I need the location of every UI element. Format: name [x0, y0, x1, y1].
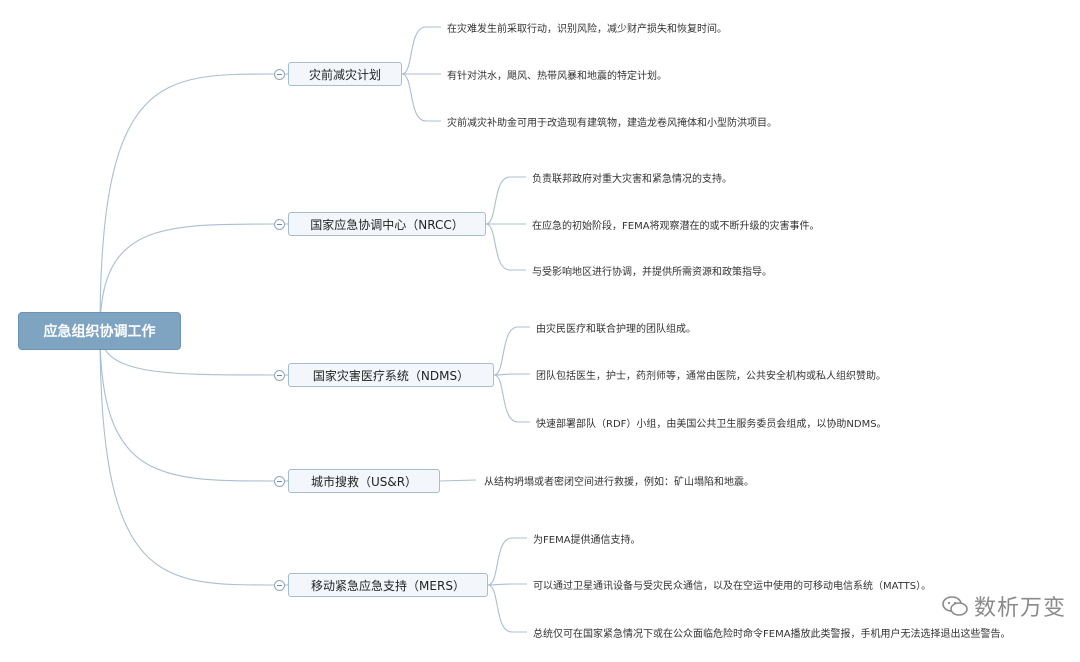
branch-node-ndms[interactable]: 国家灾害医疗系统（NDMS） — [288, 363, 494, 387]
branch-to-leaf-connector — [493, 374, 530, 423]
branch-to-leaf-connector — [487, 583, 527, 586]
branch-to-leaf-connector — [493, 326, 530, 376]
leaf-text: 团队包括医生，护士，药剂师等，通常由医院，公共安全机构或私人组织赞助。 — [536, 371, 886, 382]
branch-to-leaf-connector — [493, 373, 530, 376]
leaf-text: 负责联邦政府对重大灾害和紧急情况的支持。 — [532, 174, 732, 185]
leaf-text: 在应急的初始阶段，FEMA将观察潜在的或不断升级的灾害事件。 — [532, 221, 820, 232]
leaf-text: 为FEMA提供通信支持。 — [533, 535, 641, 546]
watermark-text: 数析万变 — [973, 596, 1066, 621]
leaf-text: 快速部署部队（RDF）小组，由美国公共卫生服务委员会组成，以协助NDMS。 — [536, 419, 887, 430]
leaf-text: 可以通过卫星通讯设备与受灾民众通信，以及在空运中使用的可移动电信系统（MATTS… — [533, 581, 932, 592]
collapse-icon[interactable] — [274, 476, 285, 487]
root-to-branch-connector — [99, 73, 275, 332]
collapse-icon[interactable] — [274, 69, 285, 80]
branch-to-leaf-connector — [401, 73, 441, 122]
watermark: 数析万变 — [942, 590, 1066, 622]
branch-to-leaf-connector — [485, 223, 526, 271]
branch-to-leaf-connector — [485, 176, 526, 225]
root-to-branch-connector — [99, 330, 275, 586]
wechat-icon — [942, 596, 968, 616]
branch-to-leaf-connector — [401, 26, 441, 75]
leaf-text: 从结构坍塌或者密闭空间进行救援，例如：矿山塌陷和地震。 — [484, 477, 754, 488]
branch-node-nrcc[interactable]: 国家应急协调中心（NRCC） — [288, 212, 486, 236]
branch-node-mers[interactable]: 移动紧急应急支持（MERS） — [288, 573, 488, 597]
collapse-icon[interactable] — [274, 370, 285, 381]
branch-to-leaf-connector — [487, 584, 527, 633]
leaf-text: 灾前减灾补助金可用于改造现有建筑物，建造龙卷风掩体和小型防洪项目。 — [447, 118, 777, 129]
leaf-text: 与受影响地区进行协调，并提供所需资源和政策指导。 — [532, 267, 772, 278]
leaf-text: 由灾民医疗和联合护理的团队组成。 — [536, 324, 696, 335]
collapse-icon[interactable] — [274, 219, 285, 230]
root-node[interactable]: 应急组织协调工作 — [18, 312, 181, 350]
root-to-branch-connector — [99, 223, 275, 332]
branch-node-usar[interactable]: 城市搜救（US&R） — [288, 469, 440, 493]
branch-node-predisaster-mitigation[interactable]: 灾前减灾计划 — [288, 62, 402, 86]
branch-to-leaf-connector — [439, 479, 477, 482]
leaf-text: 在灾难发生前采取行动，识别风险，减少财产损失和恢复时间。 — [447, 24, 727, 35]
collapse-icon[interactable] — [274, 580, 285, 591]
leaf-text: 总统仅可在国家紧急情况下或在公众面临危险时命令FEMA播放此类警报，手机用户无法… — [533, 629, 1011, 640]
branch-to-leaf-connector — [487, 537, 527, 586]
root-to-branch-connector — [99, 330, 275, 482]
leaf-text: 有针对洪水，飓风、热带风暴和地震的特定计划。 — [447, 71, 667, 82]
